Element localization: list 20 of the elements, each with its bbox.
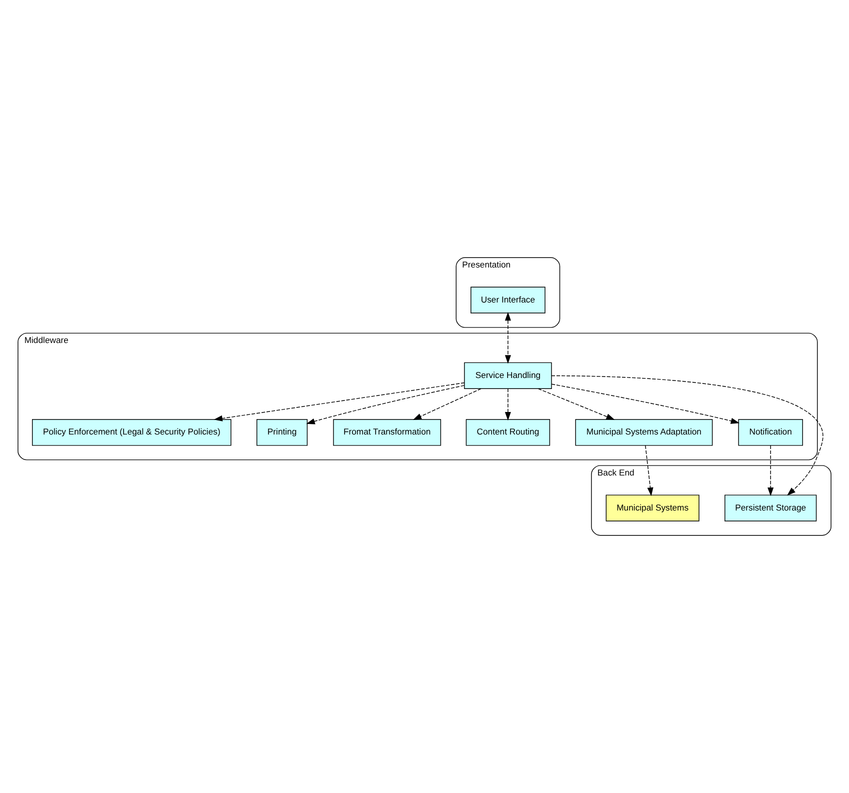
arrow	[551, 384, 740, 424]
arrow	[768, 445, 774, 496]
node-box: Municipal Systems Adaptation	[575, 419, 713, 446]
arrow	[214, 382, 465, 422]
arrow	[504, 388, 511, 421]
node-box: Persistent Storage	[724, 494, 817, 522]
node-box: Policy Enforcement (Legal & Security Policies)	[32, 419, 232, 446]
arrow	[551, 375, 824, 496]
node-box: Service Handling	[464, 362, 552, 389]
arrow	[306, 385, 465, 424]
node-box: Printing	[256, 419, 308, 446]
arrow	[412, 388, 482, 420]
node-box: User Interface	[470, 286, 546, 314]
arrow	[504, 312, 511, 364]
arrow	[538, 388, 615, 420]
node-box: Municipal Systems	[606, 494, 700, 522]
arrow	[645, 445, 654, 496]
node-box: Notification	[738, 419, 803, 446]
node-box: Fromat Transformation	[333, 419, 442, 446]
node-box: Content Routing	[466, 419, 550, 446]
